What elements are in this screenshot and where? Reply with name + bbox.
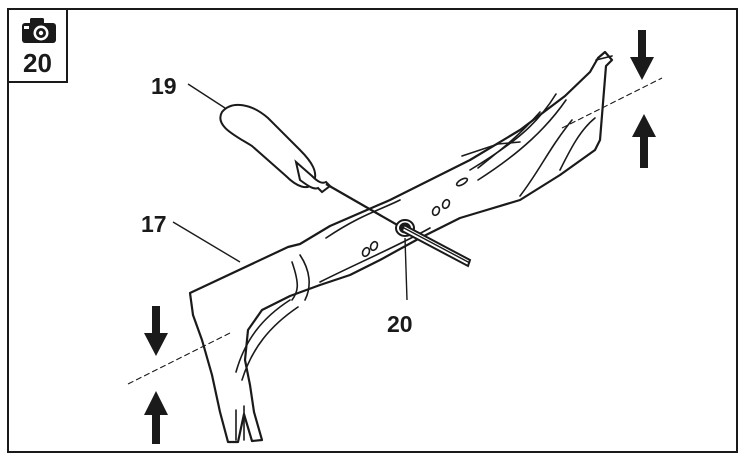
balance-lines [127, 77, 663, 385]
callout-19: 19 [151, 73, 177, 99]
leader-lines [172, 83, 408, 301]
callout-17: 17 [141, 211, 167, 237]
figure-number: 20 [23, 48, 52, 78]
blade-relief [235, 55, 613, 441]
arrow-down-icon [144, 30, 654, 356]
callout-20: 20 [387, 311, 413, 337]
camera-icon [22, 18, 56, 43]
figure-badge: 20 [7, 8, 68, 83]
blade-holes [361, 177, 469, 258]
arrow-up-icon [144, 114, 656, 444]
bolt [395, 219, 472, 268]
